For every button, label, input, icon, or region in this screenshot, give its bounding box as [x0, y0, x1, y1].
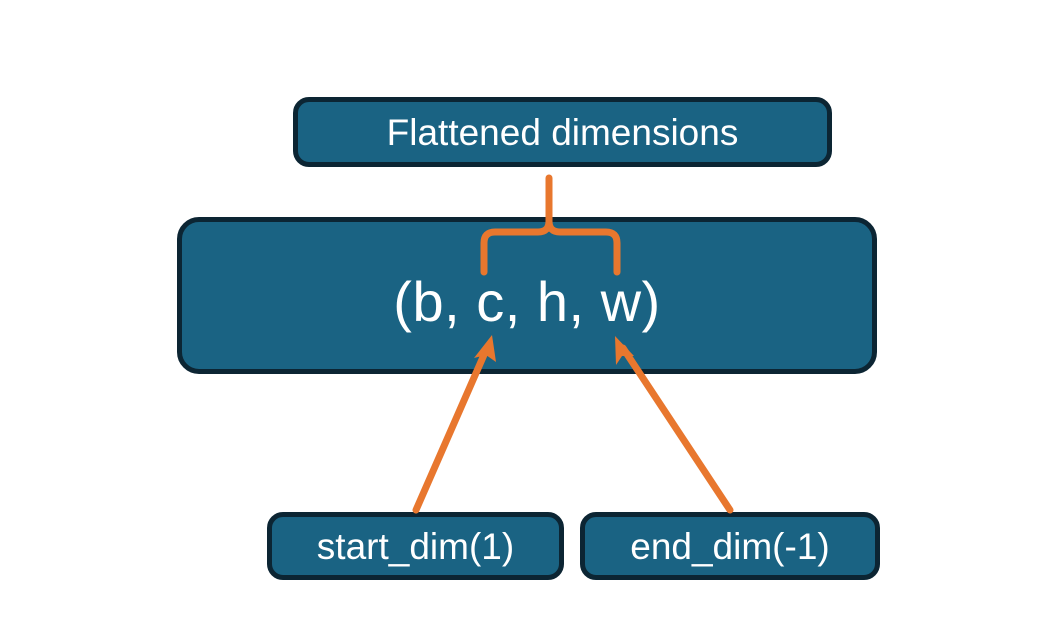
end-dim-box: end_dim(-1) — [580, 512, 880, 580]
end-dim-label: end_dim(-1) — [630, 525, 830, 567]
flattened-dimensions-box: Flattened dimensions — [293, 97, 832, 167]
tensor-shape-box: (b, c, h, w) — [177, 217, 877, 374]
tensor-shape-label: (b, c, h, w) — [393, 269, 661, 333]
start-dim-label: start_dim(1) — [316, 525, 515, 567]
start-dim-box: start_dim(1) — [267, 512, 564, 580]
flattened-dimensions-label: Flattened dimensions — [386, 111, 739, 153]
